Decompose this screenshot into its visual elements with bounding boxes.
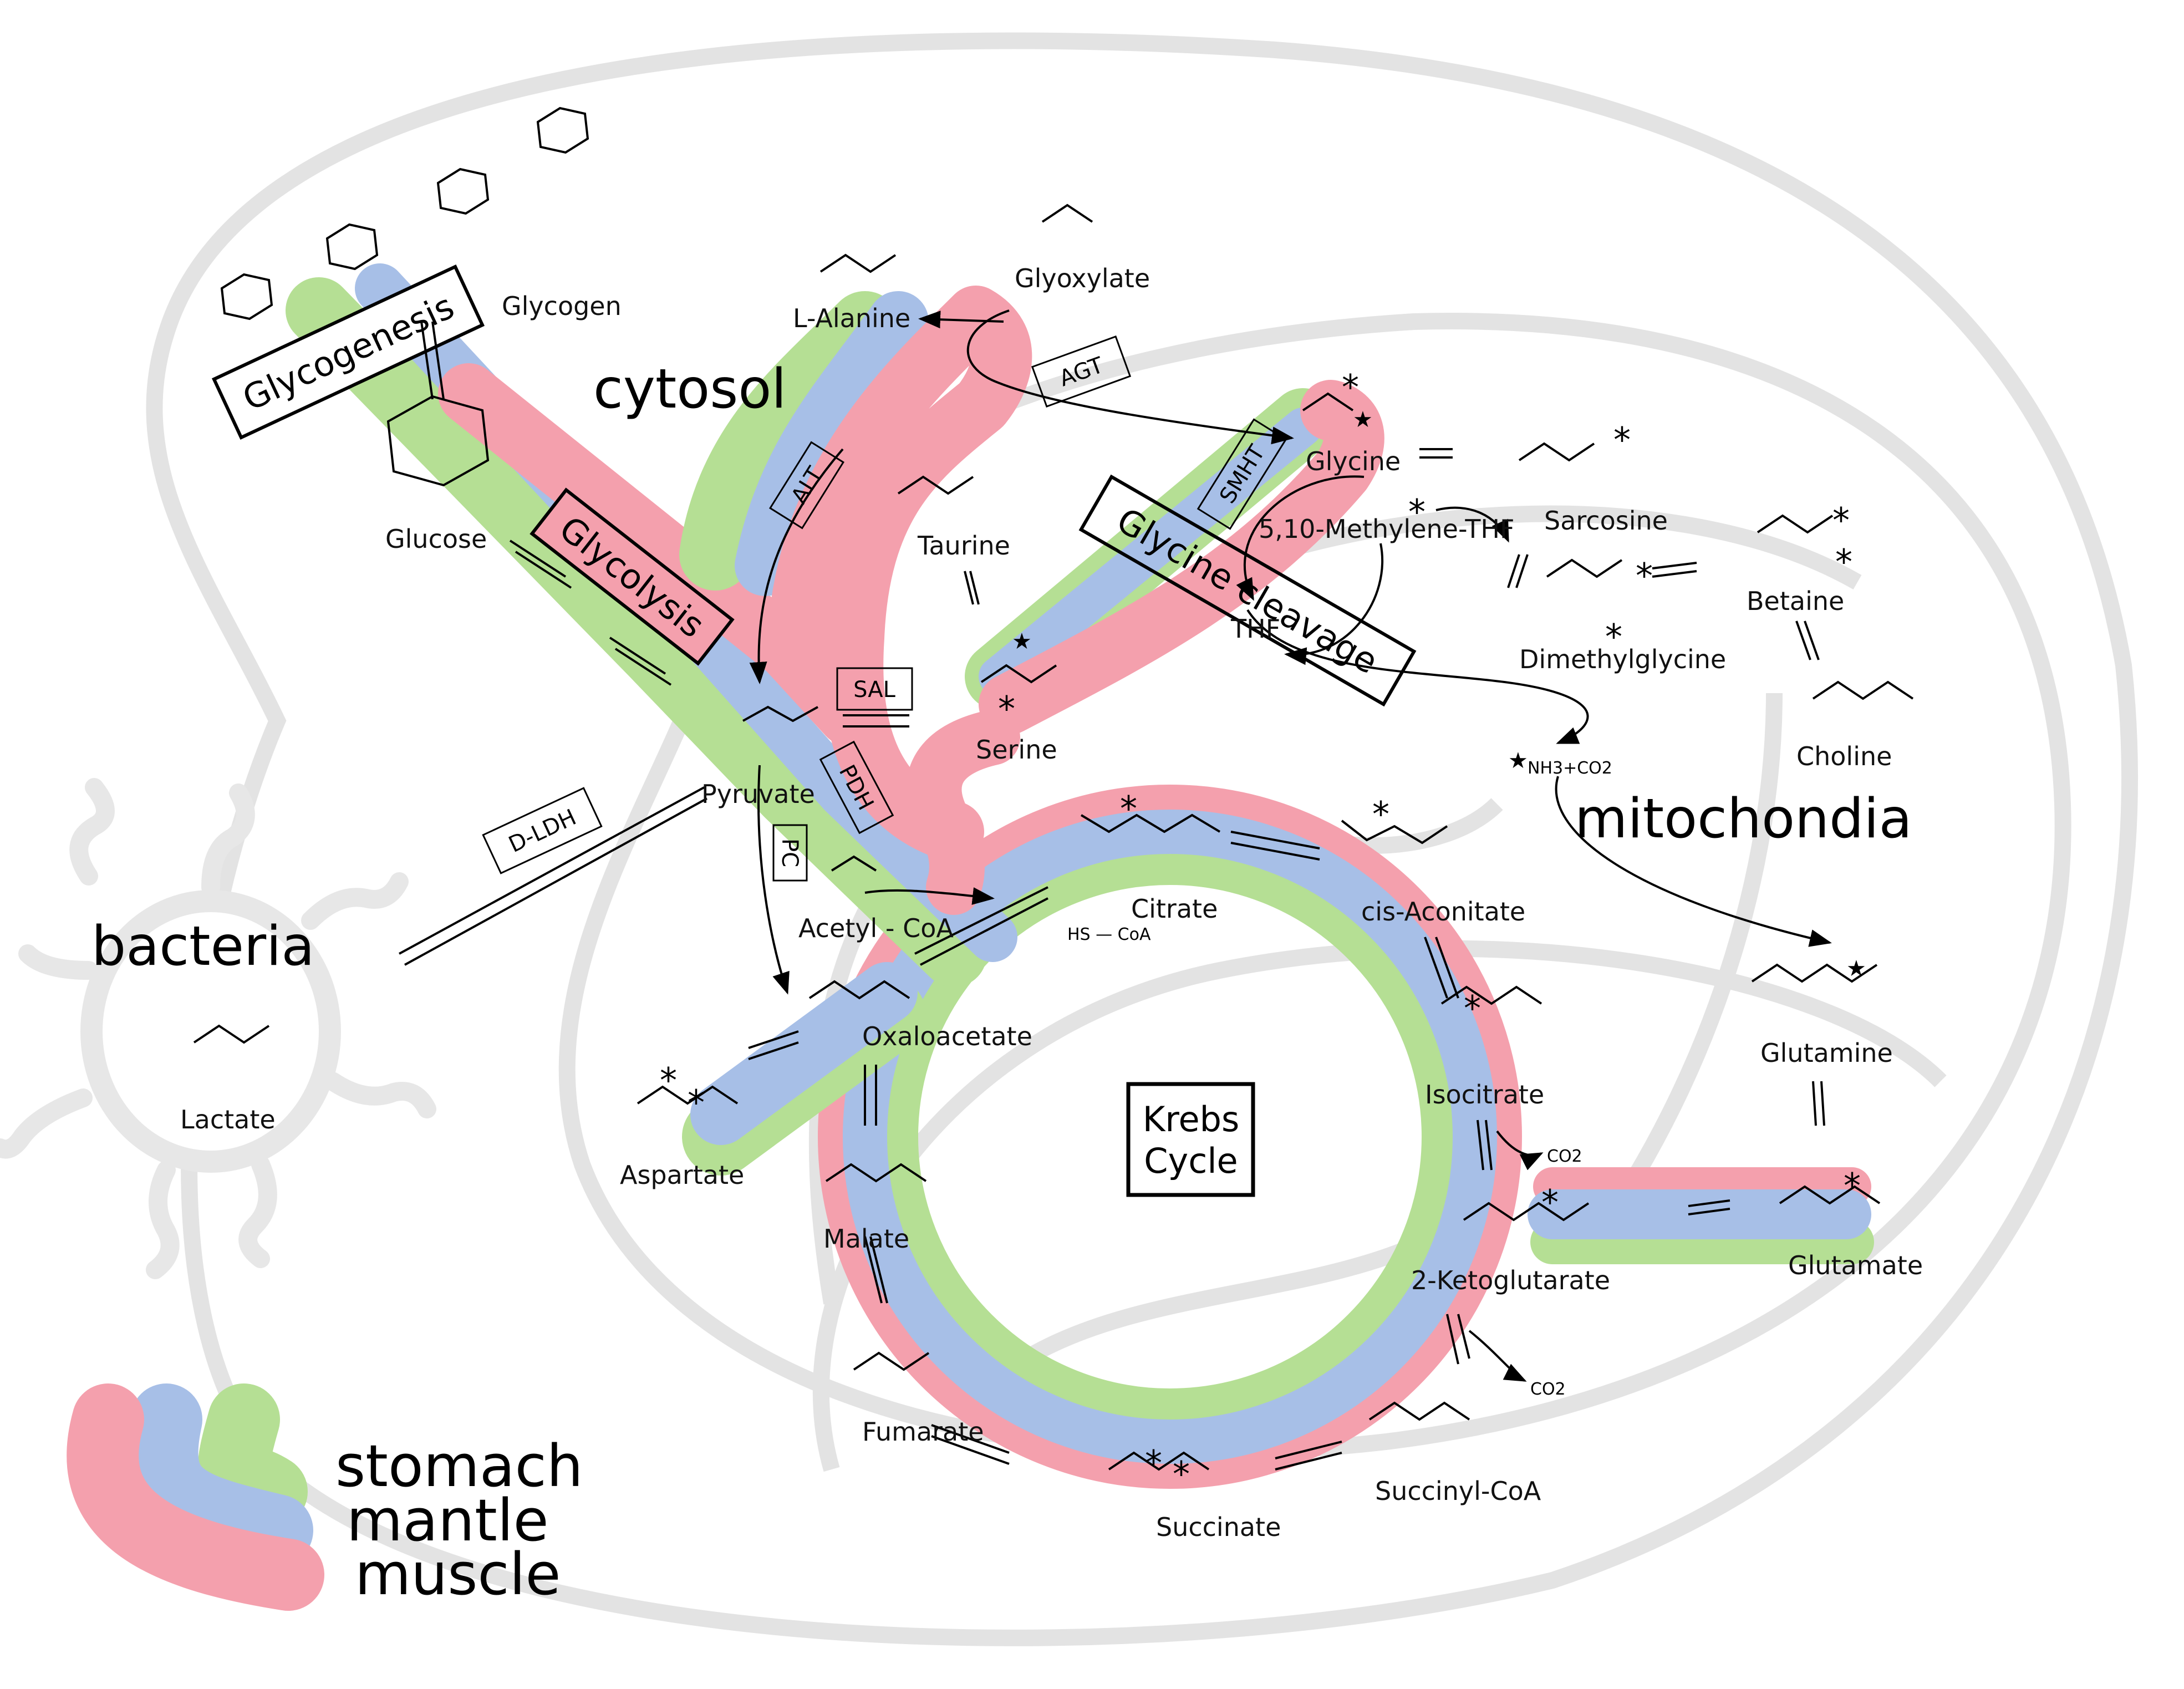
label-l-alanine: L-Alanine xyxy=(793,303,910,333)
legend-stomach: stomach xyxy=(335,1432,583,1500)
svg-text:*: * xyxy=(1464,988,1481,1029)
svg-text:*: * xyxy=(1832,500,1850,541)
krebs-label-line1: Krebs xyxy=(1143,1099,1240,1139)
svg-text:*: * xyxy=(998,689,1015,729)
svg-text:SAL: SAL xyxy=(853,677,895,703)
bacteria-label: bacteria xyxy=(91,915,314,978)
alanine-band-pink xyxy=(768,286,1032,862)
label-sarcosine: Sarcosine xyxy=(1544,506,1668,536)
label-lactate: Lactate xyxy=(180,1105,276,1135)
svg-text:*: * xyxy=(1145,1443,1162,1483)
svg-text:*: * xyxy=(1120,788,1137,829)
mitochondrion-outline xyxy=(558,313,2071,1461)
label-succinate: Succinate xyxy=(1156,1512,1281,1542)
aspartate-band-blue xyxy=(690,962,918,1145)
svg-text:*: * xyxy=(688,1082,705,1123)
svg-text:*: * xyxy=(1342,367,1359,408)
label-co2-ketoglutarate: CO2 xyxy=(1530,1380,1566,1399)
tissue-legend: stomach mantle muscle xyxy=(67,1383,583,1611)
svg-text:PC: PC xyxy=(777,838,802,867)
enzyme-sal: SAL xyxy=(836,667,913,711)
svg-text:*: * xyxy=(1835,542,1852,582)
tissue-bands xyxy=(286,263,1874,1489)
label-hs-coa: HS — CoA xyxy=(1067,925,1151,944)
legend-muscle: muscle xyxy=(355,1540,561,1608)
label-aspartate: Aspartate xyxy=(620,1160,744,1190)
label-glucose: Glucose xyxy=(385,524,487,554)
svg-text:*: * xyxy=(1408,492,1426,532)
krebs-cycle-box: Krebs Cycle xyxy=(1126,1082,1255,1197)
legend-swatch-stomach xyxy=(197,1383,308,1528)
star-nh3: ★ xyxy=(1508,748,1528,774)
label-isocitrate: Isocitrate xyxy=(1425,1080,1544,1110)
star-glutamine: ★ xyxy=(1846,956,1866,981)
label-co2-isocitrate: CO2 xyxy=(1547,1147,1582,1166)
legend-swatch-muscle xyxy=(67,1383,324,1611)
cytosol-label: cytosol xyxy=(593,358,787,421)
svg-text:*: * xyxy=(1844,1166,1861,1206)
label-cis-aconitate: cis-Aconitate xyxy=(1361,897,1525,927)
svg-text:*: * xyxy=(1636,556,1653,596)
label-thf: THF xyxy=(1230,614,1280,644)
glycine-band-pink xyxy=(979,380,1384,735)
reaction-arrows xyxy=(399,309,1832,1471)
svg-text:*: * xyxy=(660,1060,677,1101)
label-succinyl-coa: Succinyl-CoA xyxy=(1375,1476,1541,1506)
svg-text:*: * xyxy=(1613,420,1631,460)
star-serine: ★ xyxy=(1012,629,1032,654)
svg-text:*: * xyxy=(1605,617,1622,657)
label-pyruvate: Pyruvate xyxy=(701,779,815,809)
label-glyoxylate: Glyoxylate xyxy=(1015,263,1150,293)
glycine-band-blue xyxy=(979,408,1322,696)
label-glutamine: Glutamine xyxy=(1760,1038,1893,1068)
svg-text:D-LDH: D-LDH xyxy=(505,805,581,858)
label-fumarate: Fumarate xyxy=(862,1417,984,1447)
mitochondria-label: mitochondia xyxy=(1575,787,1912,851)
label-acetyl-coa: Acetyl - CoA xyxy=(798,913,954,943)
metabolite-labels: Glycogen Glucose L-Alanine Glyoxylate Gl… xyxy=(180,263,1923,1542)
alanine-band-blue xyxy=(735,291,929,596)
label-taurine: Taurine xyxy=(917,531,1010,561)
serine-band-pink xyxy=(906,710,1020,915)
label-nh3-co2: NH3+CO2 xyxy=(1528,759,1612,778)
label-oxaloacetate: Oxaloacetate xyxy=(862,1021,1032,1051)
label-glycogen: Glycogen xyxy=(502,291,622,321)
label-2-ketoglutarate: 2-Ketoglutarate xyxy=(1411,1265,1610,1295)
label-glycine: Glycine xyxy=(1306,446,1401,476)
label-malate: Malate xyxy=(823,1224,909,1254)
chemical-structures xyxy=(193,106,1914,1471)
isotope-markers: * * * * * * * * * * * * * * * * * ★ ★ ★ … xyxy=(660,367,1866,1494)
enzyme-pc: PC xyxy=(772,824,808,882)
label-methylene-thf: 5,10-Methylene-THF xyxy=(1259,514,1514,544)
svg-text:*: * xyxy=(1541,1182,1559,1223)
label-choline: Choline xyxy=(1796,741,1892,771)
glycolysis-band-green xyxy=(286,277,987,987)
krebs-band-blue xyxy=(843,810,1497,1464)
label-citrate: Citrate xyxy=(1131,894,1218,924)
label-serine: Serine xyxy=(976,735,1057,765)
star-glycine: ★ xyxy=(1353,407,1373,433)
legend-mantle: mantle xyxy=(347,1487,549,1554)
krebs-label-line2: Cycle xyxy=(1144,1141,1238,1181)
enzyme-dldh: D-LDH xyxy=(482,787,603,874)
krebs-band-green xyxy=(887,854,1453,1420)
label-betaine: Betaine xyxy=(1747,586,1844,616)
svg-text:*: * xyxy=(1372,794,1389,835)
label-glutamate: Glutamate xyxy=(1788,1250,1923,1280)
label-dimethylglycine: Dimethylglycine xyxy=(1519,644,1726,674)
svg-text:*: * xyxy=(1173,1454,1190,1494)
legend-swatch-mantle xyxy=(126,1383,313,1566)
